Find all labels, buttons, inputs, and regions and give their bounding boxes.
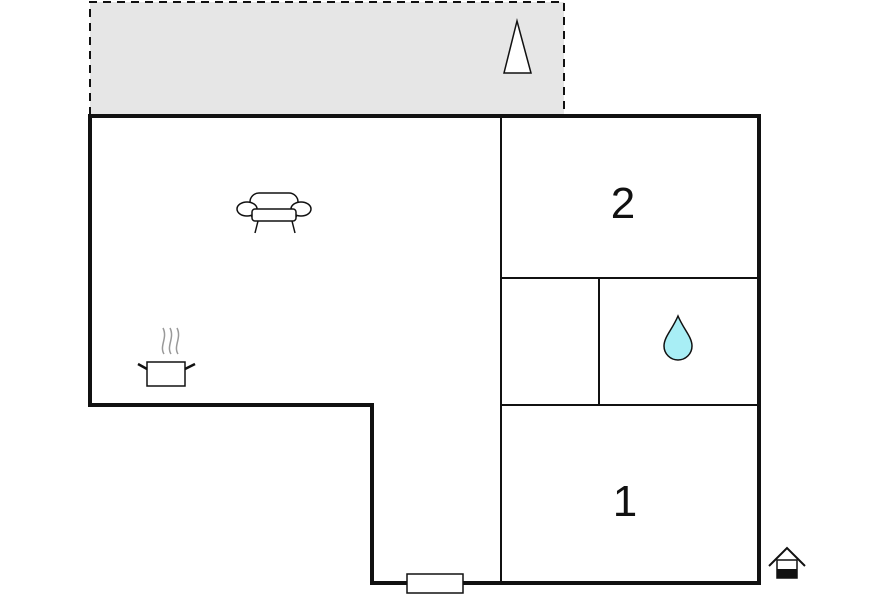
interior-walls — [500, 116, 759, 583]
room-label-1: 1 — [613, 477, 637, 526]
sofa-icon — [236, 192, 312, 234]
terrace — [89, 1, 565, 115]
house-entrance-icon — [768, 546, 806, 579]
outer-wall — [88, 114, 761, 585]
room-label-2: 2 — [611, 179, 635, 228]
water-drop-icon — [663, 314, 693, 361]
cooking-pot-icon — [137, 327, 196, 387]
door-icon — [406, 573, 464, 594]
compass-north-icon — [503, 18, 532, 74]
